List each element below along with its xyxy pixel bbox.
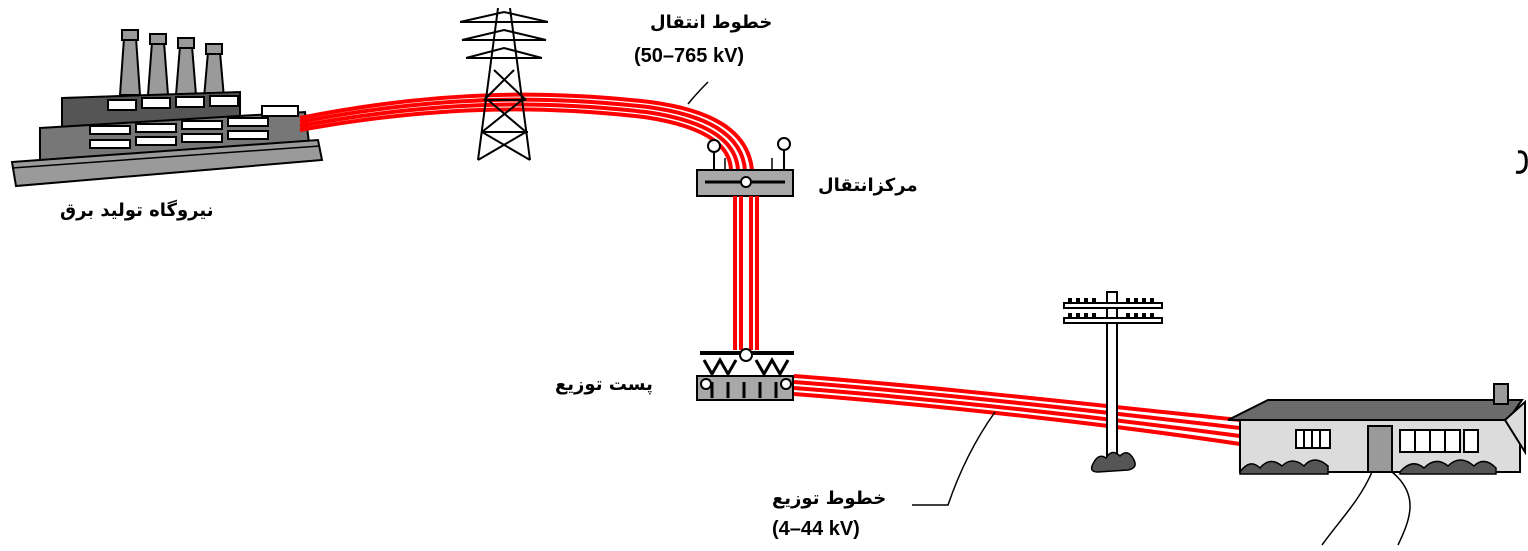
transmission-tower-illustration (459, 7, 549, 161)
distribution-leader-line (912, 411, 996, 506)
transmission-leader-line (687, 81, 709, 105)
distribution-voltage-label: (4–44 kV) (772, 518, 860, 540)
transmission-voltage-label: (50–765 kV) (634, 45, 745, 67)
distribution-substation-illustration (696, 348, 794, 401)
power-plant-illustration (10, 29, 324, 188)
distribution-lines-label: خطوط توزیع (772, 488, 887, 509)
vertical-line-bundle (733, 196, 759, 350)
transmission-lines-label: خطوط انتقال (650, 12, 773, 33)
transmission-center-label: مرکزانتقال (818, 175, 918, 196)
distribution-line-bundle (793, 374, 1241, 446)
house-illustration (1227, 383, 1526, 546)
transmission-center-illustration (696, 137, 794, 197)
utility-pole-illustration (1063, 291, 1163, 473)
power-plant-label: نیروگاه تولید برق (60, 200, 214, 221)
edge-fragment (1515, 150, 1528, 174)
distribution-substation-label: پست توزیع (555, 374, 653, 395)
